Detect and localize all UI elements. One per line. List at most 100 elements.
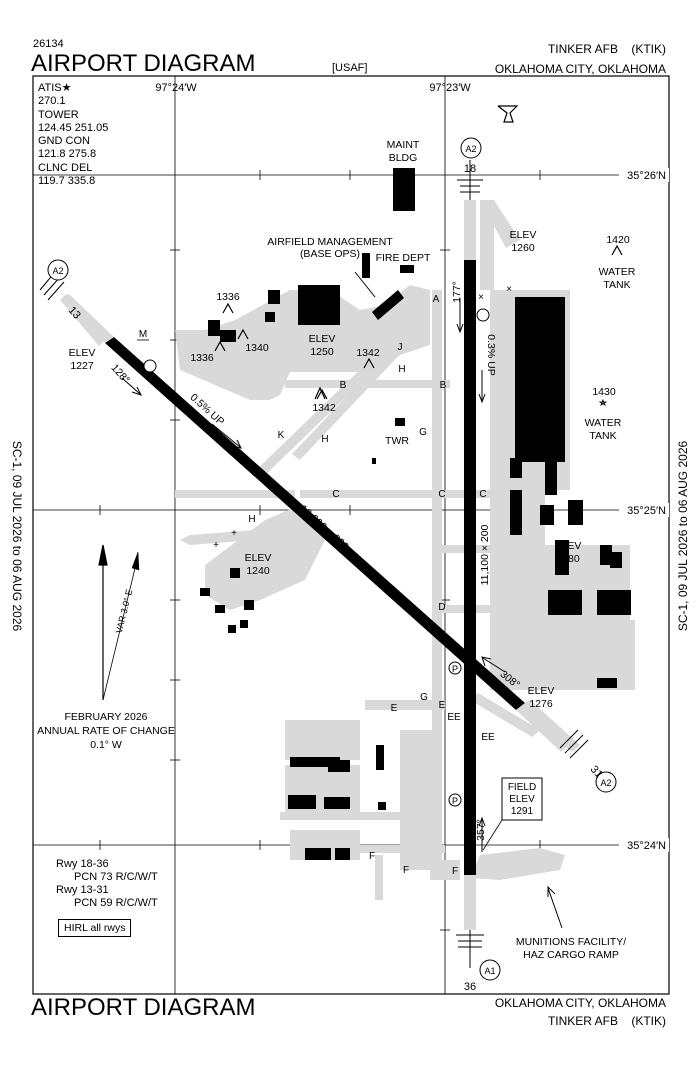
elev-1260-value: 1260	[511, 242, 535, 254]
elev-1276-value: 1276	[529, 698, 553, 710]
procedure-id: 26134	[33, 38, 64, 50]
taxiway-d-1: D	[465, 543, 472, 554]
taxiway-b-2: B	[440, 380, 447, 391]
taxiway-f-3: F	[452, 866, 458, 877]
airfield-mgmt-label: AIRFIELD MANAGEMENT	[267, 236, 393, 248]
elev-1280-label: ELEV	[555, 540, 582, 552]
magvar-rate-value: 0.1° W	[90, 739, 122, 751]
freq-atis-label: ATIS★	[38, 82, 72, 94]
pcn-rwy-13-31-value: PCN 59 R/C/W/T	[74, 897, 158, 909]
elev-1280-value: 1280	[556, 553, 580, 565]
field-elev-box	[501, 777, 543, 821]
haz-cargo-label: HAZ CARGO RAMP	[523, 949, 619, 961]
frequency-list: ATIS★ 270.1 TOWER 124.45 251.05 GND CON …	[38, 82, 108, 188]
maint-bldg-label-2: BLDG	[389, 152, 418, 164]
parking-marker-1: P	[452, 664, 458, 674]
heading-177: 177°	[451, 281, 463, 303]
obstacle-height-1: 1336	[216, 291, 240, 303]
elev-1250-value: 1250	[310, 346, 334, 358]
taxiway-c-3: C	[479, 489, 486, 500]
runway-13-31	[105, 337, 525, 710]
taxiway-ee-2: EE	[481, 732, 495, 743]
pcn-info: Rwy 18-36 PCN 73 R/C/W/T Rwy 13-31 PCN 5…	[56, 858, 158, 910]
water-tank-1-label2: TANK	[603, 279, 630, 291]
elev-1260-label: ELEV	[510, 229, 537, 241]
obstacle-height-7: 1430	[592, 386, 616, 398]
field-elev-line1: FIELD	[508, 782, 536, 793]
arrest-a1-bottom: A1	[484, 966, 495, 976]
taxiway-k: K	[278, 430, 285, 441]
x-mark-4: +	[231, 528, 237, 539]
pcn-rwy-18-36: Rwy 18-36	[56, 858, 109, 870]
fire-dept-label: FIRE DEPT	[376, 252, 431, 264]
diagram-frame	[32, 75, 670, 995]
taxiway-m: M	[139, 329, 147, 340]
arrest-a2-top: A2	[465, 144, 476, 154]
taxiway-d-2: D	[438, 602, 445, 613]
taxiway-ee-1: EE	[447, 712, 461, 723]
lon-label-right: 97°23′W	[429, 82, 471, 94]
elev-1227-value: 1227	[70, 360, 94, 372]
arrest-a2-left: A2	[52, 266, 63, 276]
airport-ident: (KTIK)	[631, 1014, 666, 1028]
heading-128: 128°	[109, 362, 132, 386]
diagram-title-top: AIRPORT DIAGRAM	[31, 50, 256, 77]
var-label: VAR 3.0° E	[114, 588, 135, 634]
water-tank-2-label: WATER	[585, 417, 622, 429]
city-top: OKLAHOMA CITY, OKLAHOMA	[494, 62, 666, 76]
city-bottom: OKLAHOMA CITY, OKLAHOMA	[494, 996, 666, 1010]
lat-label-bottom: 35°24′N	[627, 840, 666, 852]
airport-name: TINKER AFB	[547, 42, 618, 56]
field-elev-line2: ELEV	[509, 794, 535, 805]
taxiway-h-1: H	[398, 364, 405, 375]
airport-ident: (KTIK)	[631, 42, 666, 56]
obstacle-height-4: 1342	[356, 347, 380, 359]
airport-name: TINKER AFB	[547, 1014, 618, 1028]
arrest-a2-right: A2	[600, 778, 611, 788]
taxiway-h-3: H	[248, 514, 255, 525]
freq-gnd-label: GND CON	[38, 135, 90, 148]
freq-atis-value: 270.1	[38, 95, 66, 108]
obstacle-height-5: 1342	[312, 402, 336, 414]
elev-1240-value: 1240	[246, 565, 270, 577]
elev-1227-label: ELEV	[69, 347, 96, 359]
taxiway-g-1: G	[419, 427, 427, 438]
approach-lights	[39, 160, 589, 968]
taxiway-j: J	[398, 342, 403, 353]
taxiway-c-1: C	[332, 489, 339, 500]
taxiway-a: A	[433, 294, 440, 305]
x-mark-3: +	[213, 540, 219, 551]
taxiway-c-2: C	[438, 489, 445, 500]
magnetic-variation	[98, 544, 140, 701]
lat-label-mid: 35°25′N	[627, 505, 666, 517]
elev-1250-label: ELEV	[309, 333, 336, 345]
obstacle-height-6: 1420	[606, 234, 630, 246]
munitions-label: MUNITIONS FACILITY/	[516, 936, 626, 948]
magvar-rate-label: ANNUAL RATE OF CHANGE	[37, 725, 175, 737]
elev-1240-label: ELEV	[245, 552, 272, 564]
freq-tower-value: 124.45 251.05	[38, 121, 109, 134]
water-tank-2-label2: TANK	[589, 430, 616, 442]
lon-label-left: 97°24′W	[155, 82, 197, 94]
freq-clnc-value: 119.7 335.8	[38, 175, 96, 188]
elev-1276-label: ELEV	[528, 685, 555, 697]
circle-markers	[47, 137, 617, 981]
buildings	[200, 168, 631, 860]
obstacle-height-3: 1340	[245, 342, 269, 354]
parking-marker-2: P	[452, 796, 458, 806]
dims-18-36: 11,100 × 200	[479, 524, 491, 585]
taxiway-f-1: F	[369, 851, 375, 862]
airport-name-top: TINKER AFB (KTIK)	[548, 42, 666, 56]
freq-gnd-value: 121.8 275.8	[38, 148, 97, 161]
obstacle-height-2: 1336	[190, 352, 214, 364]
taxiway-b-1: B	[340, 380, 347, 391]
agency-label: [USAF]	[332, 62, 368, 74]
taxiway-h-2: H	[321, 434, 328, 445]
taxiway-e-2: E	[439, 700, 446, 711]
hirl-box: HIRL all rwys	[58, 919, 132, 937]
diagram-title-bottom: AIRPORT DIAGRAM	[31, 994, 256, 1021]
airport-name-bottom: TINKER AFB (KTIK)	[548, 1014, 666, 1028]
lat-label-top: 35°26′N	[627, 170, 666, 182]
taxiway-e-1: E	[391, 703, 398, 714]
